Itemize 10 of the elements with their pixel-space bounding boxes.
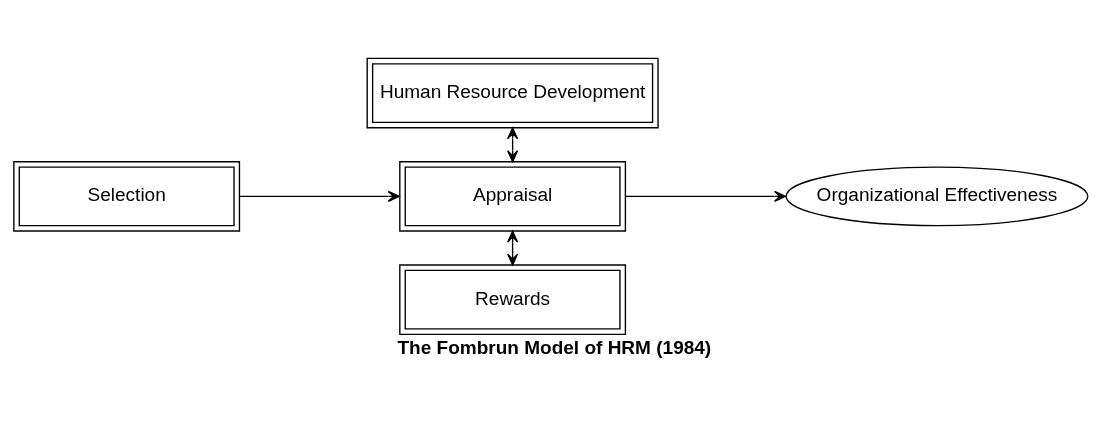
arrow: [507, 230, 519, 266]
node-box: Appraisal: [399, 160, 627, 232]
node-ellipse: Organizational Effectiveness: [785, 165, 1089, 226]
arrow: [507, 126, 519, 162]
arrow: [239, 190, 400, 202]
caption: The Fombrun Model of HRM (1984): [397, 336, 712, 358]
node-box: Rewards: [399, 263, 627, 335]
node-box: Human Resource Development: [366, 57, 659, 128]
node-box: Selection: [13, 160, 241, 232]
arrow: [625, 190, 787, 202]
